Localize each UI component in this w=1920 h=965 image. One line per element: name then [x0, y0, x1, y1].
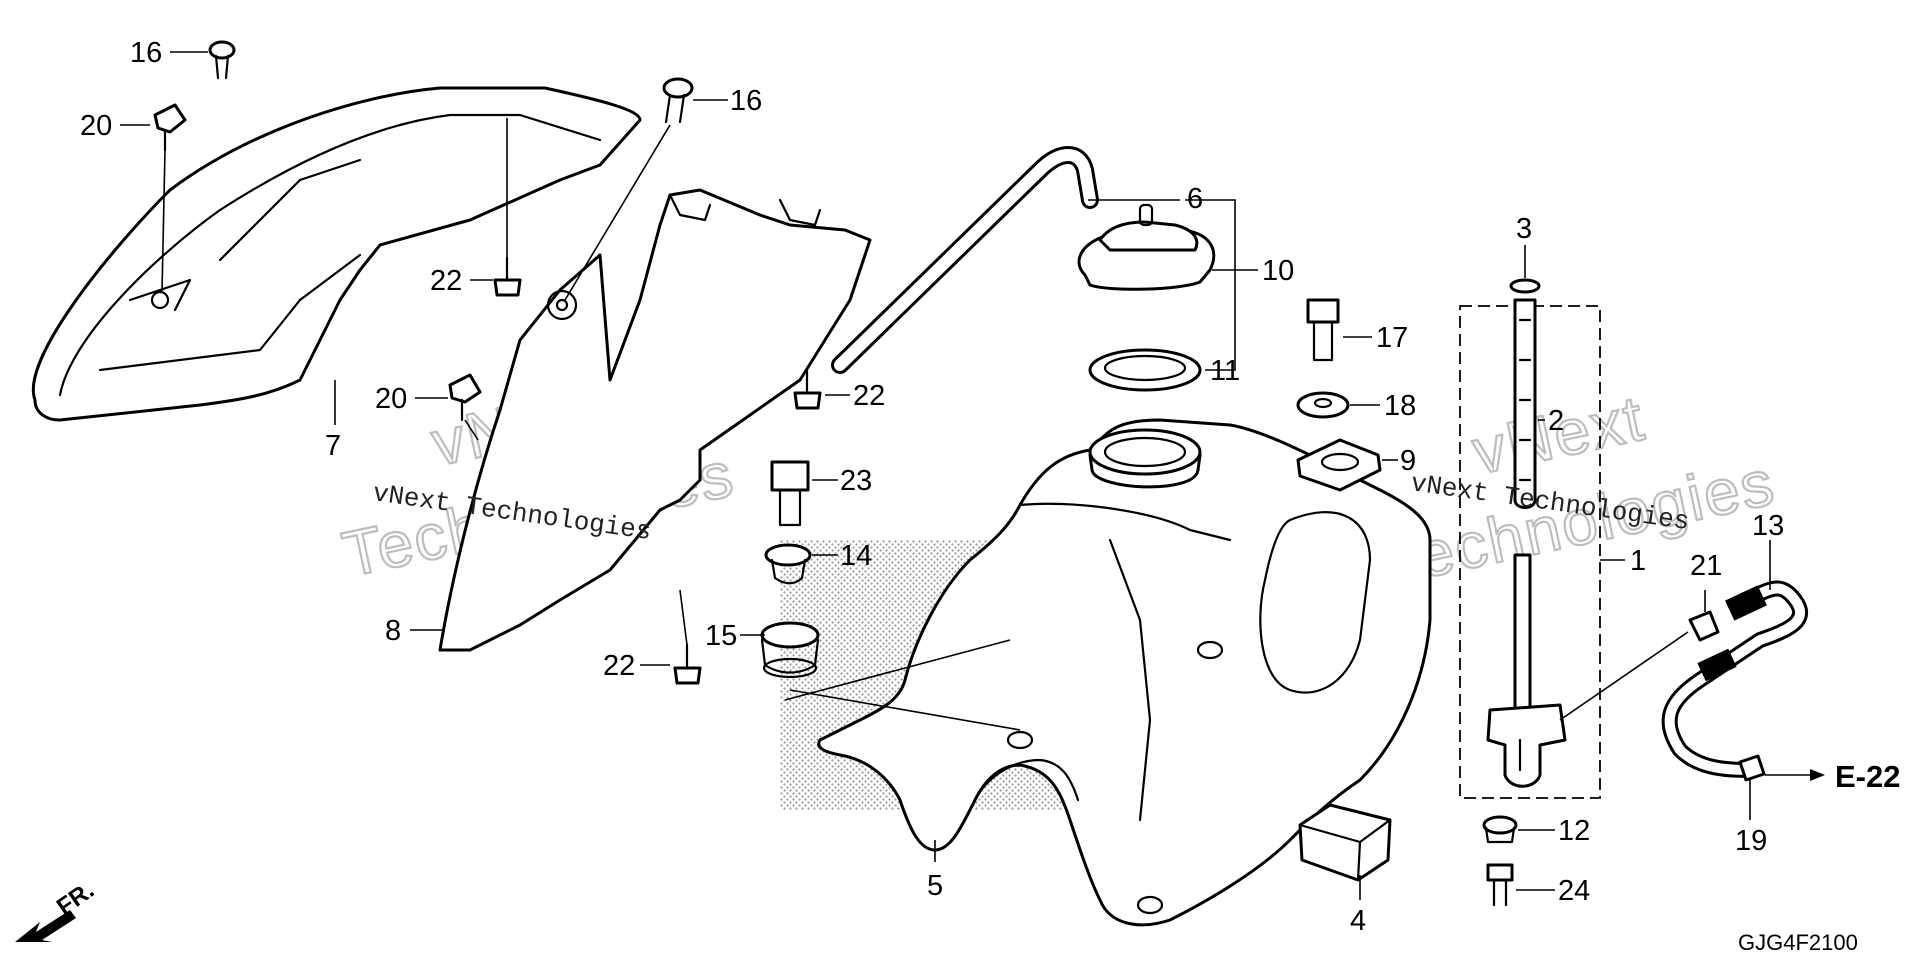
part-label-8: 8	[385, 615, 401, 647]
part-7-front-cover	[31, 86, 642, 422]
part-labels: 16 20 7 16 22 20 8 22 22 23 14 15 5 6 10…	[80, 37, 1784, 937]
part-24-bolt	[1486, 863, 1514, 907]
part-label-24: 24	[1558, 875, 1590, 907]
part-23-bolt	[770, 460, 810, 527]
part-5-fuel-tank	[780, 418, 1432, 927]
part-label-3: 3	[1516, 213, 1532, 245]
front-direction-marker: FR.	[15, 877, 99, 942]
part-label-16-top: 16	[130, 37, 162, 69]
part-4-cushion	[1298, 803, 1392, 882]
part-20-clip-a	[153, 103, 187, 152]
fasteners	[153, 40, 1541, 907]
part-label-11: 11	[1210, 355, 1240, 387]
part-label-7: 7	[325, 430, 341, 462]
reference-label: E-22	[1835, 759, 1900, 794]
part-2-strainer	[1513, 298, 1537, 509]
leader-lines	[120, 51, 1825, 900]
part-label-20-top: 20	[80, 110, 112, 142]
part-1-fuel-valve-assembly	[1459, 298, 1601, 799]
part-19-clip	[1738, 754, 1766, 782]
part-16-screw-a	[208, 40, 236, 80]
part-12-collar	[1482, 815, 1518, 844]
diagram-code: GJG4F2100	[1738, 930, 1858, 955]
part-8-side-shroud	[438, 188, 872, 652]
part-label-5: 5	[927, 870, 943, 902]
part-label-15: 15	[705, 620, 737, 652]
part-label-10: 10	[1262, 255, 1294, 287]
part-label-12: 12	[1558, 815, 1590, 847]
part-label-22-c: 22	[603, 650, 635, 682]
part-label-20-mid: 20	[375, 383, 407, 415]
part-9-grommet	[1296, 438, 1382, 492]
part-label-19: 19	[1735, 825, 1767, 857]
part-18-washer	[1296, 391, 1350, 419]
part-label-13: 13	[1752, 510, 1784, 542]
part-16-screw-b	[662, 77, 694, 124]
part-label-16-right: 16	[730, 85, 762, 117]
part-label-6: 6	[1187, 183, 1203, 215]
part-label-14: 14	[840, 540, 872, 572]
part-label-23: 23	[840, 465, 872, 497]
part-21-clip	[1688, 610, 1720, 642]
part-label-17: 17	[1376, 322, 1408, 354]
part-label-9: 9	[1400, 445, 1416, 477]
part-22-screw-b	[793, 368, 822, 410]
part-label-2: 2	[1548, 405, 1564, 437]
front-marker-text: FR.	[52, 877, 99, 921]
part-17-bolt	[1306, 298, 1340, 362]
part-14-collar	[764, 543, 812, 585]
part-6-breather-tube	[831, 146, 1099, 374]
part-label-18: 18	[1384, 390, 1416, 422]
part-10-fuel-cap	[1077, 203, 1216, 291]
part-22-screw-c	[673, 643, 702, 685]
part-11-gasket	[1088, 348, 1202, 392]
part-label-1: 1	[1630, 545, 1646, 577]
part-22-screw-a	[493, 256, 522, 297]
part-label-22-a: 22	[430, 265, 462, 297]
part-13-fuel-hose	[1661, 580, 1808, 778]
part-20-clip-b	[448, 373, 482, 422]
part-label-4: 4	[1350, 905, 1366, 937]
part-3-washer	[1509, 278, 1541, 294]
part-label-21: 21	[1690, 550, 1722, 582]
part-label-22-b: 22	[853, 380, 885, 412]
